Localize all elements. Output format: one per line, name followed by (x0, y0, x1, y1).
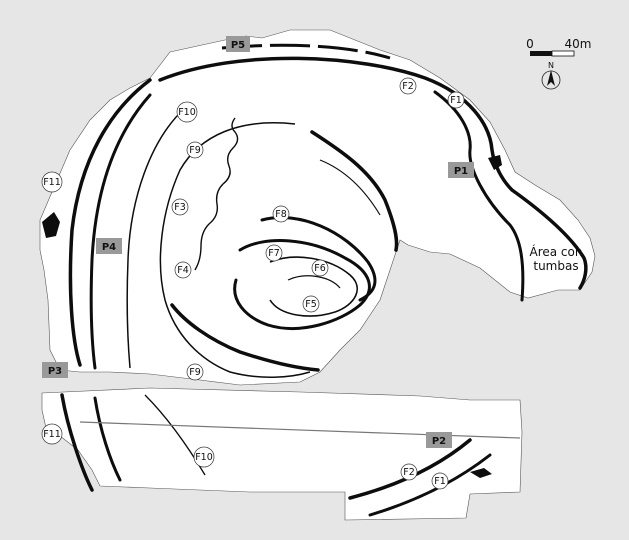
ditch-label-f5: F5 (302, 295, 320, 313)
ditch-f6-line (269, 256, 358, 317)
ditch-south-f2 (348, 438, 472, 500)
ditch-label-f2: F2 (399, 77, 417, 95)
burial-area-label-line1: Área con (530, 244, 583, 259)
ditch-label-f6: F6 (311, 259, 329, 277)
svg-text:F3: F3 (174, 202, 186, 213)
ditch-south-f1 (368, 453, 492, 517)
scale-length-label: 40m (565, 37, 592, 51)
ditch-label-f8: F8 (272, 205, 290, 223)
scale-bar-black (530, 51, 552, 56)
ditch-label-f3: F3 (171, 198, 189, 216)
svg-text:F2: F2 (402, 81, 414, 92)
ditch-label-f10: F10 (176, 101, 198, 123)
ditch-label-f9: F9 (186, 141, 204, 159)
ditch-label-f11-south: F11 (41, 423, 63, 445)
svg-text:F1: F1 (450, 95, 462, 106)
ditch-label-f1: F1 (447, 91, 465, 109)
svg-text:F10: F10 (195, 452, 213, 463)
burial-feature-south (470, 468, 492, 478)
ditch-east-inner (319, 159, 381, 216)
svg-text:F11: F11 (43, 429, 61, 440)
ditch-f7-line (233, 239, 371, 330)
svg-text:F10: F10 (178, 107, 196, 118)
excavation-area-south (41, 387, 523, 521)
sector-p2: P2 (426, 432, 452, 448)
scale-bar-white (551, 50, 575, 57)
burial-area-label-line2: tumbas (533, 259, 578, 273)
ditch-south-f10 (144, 394, 206, 476)
ditch-f3-line (194, 117, 239, 271)
burial-feature (488, 155, 502, 170)
svg-text:F9: F9 (189, 145, 201, 156)
sector-p2-label: P2 (432, 436, 446, 447)
sector-p3-label: P3 (48, 366, 62, 377)
ditch-label-f7: F7 (265, 244, 283, 262)
ditch-f4-line (170, 303, 320, 372)
ditch-label-f1-south: F1 (431, 472, 449, 490)
sector-p4: P4 (96, 238, 122, 254)
svg-text:F9: F9 (189, 367, 201, 378)
ditch-f1-line (158, 56, 588, 290)
ditch-f8-line (260, 216, 377, 302)
svg-text:F6: F6 (314, 263, 326, 274)
excavation-area-north (39, 29, 596, 386)
north-label: N (548, 61, 554, 70)
north-arrow: N (541, 61, 561, 90)
sector-p1-label: P1 (454, 166, 468, 177)
svg-text:F7: F7 (268, 248, 280, 259)
svg-text:F1: F1 (434, 476, 446, 487)
ditch-label-f10-south: F10 (193, 446, 215, 468)
north-arrow-needle (547, 70, 555, 86)
svg-text:F5: F5 (305, 299, 317, 310)
svg-text:F4: F4 (177, 265, 189, 276)
ditch-f11-line (68, 78, 152, 367)
ditch-f9-line (159, 122, 311, 378)
sector-p1: P1 (448, 162, 474, 178)
ditch-label-f2-south: F2 (400, 463, 418, 481)
ditch-f10-line (126, 107, 186, 369)
ditch-f2-line-east (433, 90, 525, 302)
ditch-label-f11: F11 (41, 171, 63, 193)
ditch-label-f4: F4 (174, 261, 192, 279)
svg-text:F2: F2 (403, 467, 415, 478)
sector-p5-label: P5 (231, 40, 245, 51)
ditch-west-inner (89, 93, 152, 370)
svg-text:F8: F8 (275, 209, 287, 220)
sector-p4-label: P4 (102, 242, 116, 253)
ditch-south-inner (93, 396, 122, 482)
ditch-east-arc (310, 130, 399, 252)
sector-p3: P3 (42, 362, 68, 378)
ditch-label-f9-south: F9 (186, 363, 204, 381)
burial-feature-west (42, 212, 60, 238)
ditch-south-f11 (60, 393, 94, 492)
svg-text:F11: F11 (43, 177, 61, 188)
ditch-f5-line (287, 275, 341, 289)
sector-p5: P5 (226, 36, 250, 52)
scale-bar: 0 40m (526, 37, 592, 57)
scale-zero-label: 0 (526, 37, 534, 51)
